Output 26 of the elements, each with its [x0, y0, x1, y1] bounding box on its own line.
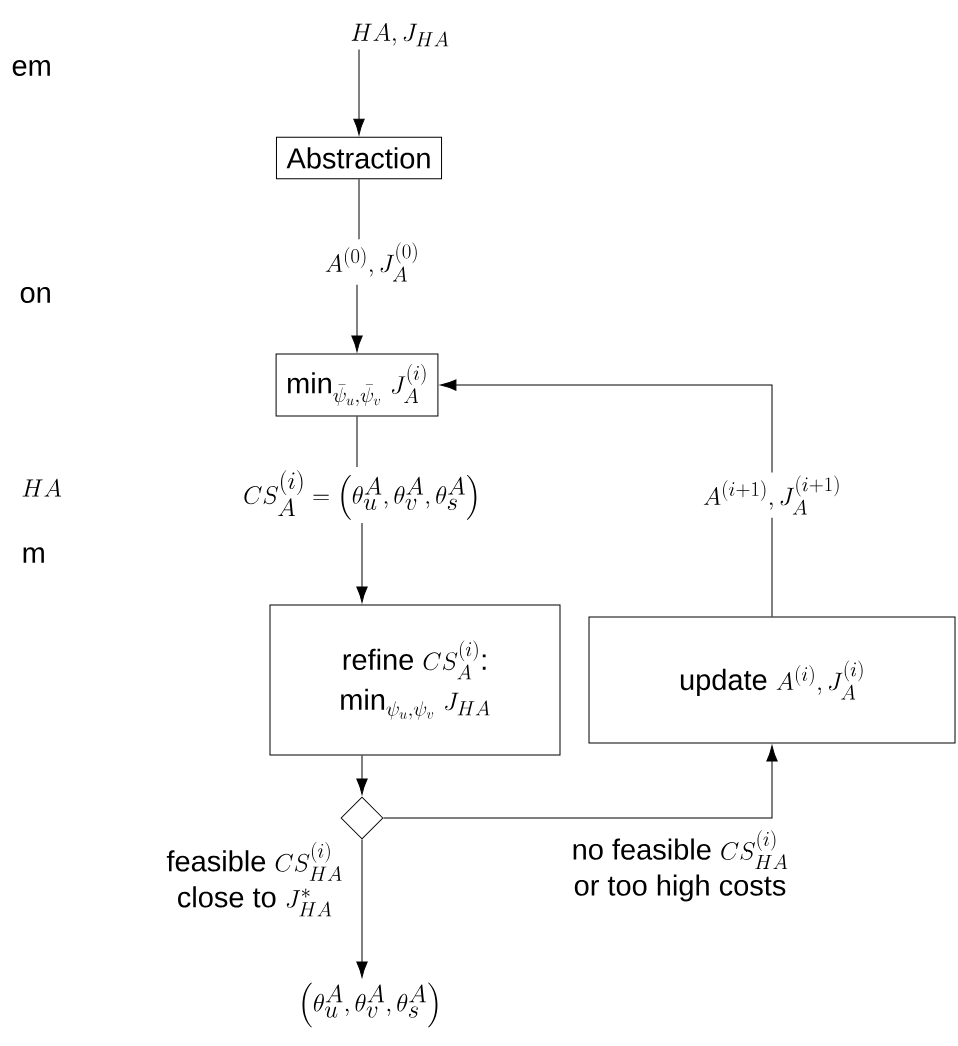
- process-box: $\text{update } A^{(i)}, J_A^{(i)}$: [588, 616, 956, 744]
- arrow: [383, 745, 778, 819]
- process-box: $\min_{\bar{\psi}_u,\bar{\psi}_v}\, J_A^{(i)}$: [275, 353, 439, 417]
- arrow: [356, 755, 368, 795]
- label-text: $HA$: [22, 478, 62, 497]
- label-text: on: [20, 287, 50, 303]
- formula-text: $CS_A^{(i)} = \left(\theta_u^A, \theta_v^A, \theta_s^A\right)$: [244, 470, 477, 520]
- formula-text: $A^{(i+1)}, J_A^{(i+1)}$: [703, 475, 839, 515]
- connector-line: [356, 415, 358, 468]
- arrow: [351, 284, 363, 352]
- arrow: [356, 839, 368, 978]
- formula-text: $A^{(0)}, J_A^{(0)}$: [325, 242, 417, 282]
- process-box: Abstraction: [275, 136, 443, 180]
- arrow: [440, 379, 773, 473]
- arrow: [356, 522, 368, 603]
- edge-label: $\begin{array}{c}\text{no feasible } CS_{HA}^{(i)}\\ \text{or too high costs}\end{array}$: [564, 828, 796, 909]
- formula-text: $\left(\theta_u^A, \theta_v^A, \theta_s^A\right)$: [302, 982, 438, 1028]
- formula-text: $HA, J_{HA}$: [351, 22, 449, 47]
- arrow: [353, 49, 365, 136]
- label-text: em: [12, 60, 50, 76]
- connector-line: [771, 517, 773, 617]
- connector-line: [358, 178, 360, 240]
- process-box: $\text{refine } CS_A^{(i)}\text{:}$ $\min_{\psi_u,\psi_v}\, J_{HA}$: [269, 604, 561, 756]
- edge-label: $\begin{array}{c}\text{feasible } CS_{HA}^{(i)}\\ \text{close to } J_{HA}^{*}\end{array}$: [159, 839, 350, 921]
- label-text: m: [23, 547, 44, 563]
- decision-diamond: [340, 796, 384, 840]
